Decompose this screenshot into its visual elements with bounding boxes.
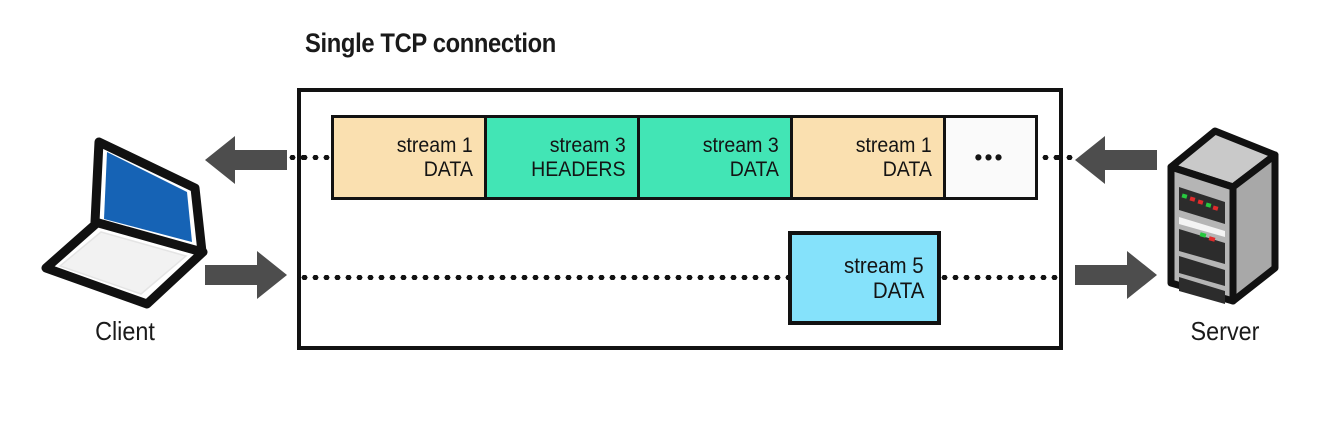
server-tower-icon (1167, 127, 1279, 305)
ellipsis-icon: ••• (974, 144, 1005, 171)
server-leds (1181, 193, 1219, 242)
arrow-top-left (205, 134, 287, 191)
laptop-icon (41, 137, 208, 309)
arrow-bottom-right (1075, 249, 1157, 306)
server-label: Server (1190, 316, 1260, 346)
client-label: Client (95, 316, 155, 346)
client-device (35, 130, 210, 320)
frame-row-top: stream 1 DATA stream 3 HEADERS stream 3 … (331, 115, 1038, 200)
frame-stream-1-data-a[interactable]: stream 1 DATA (331, 115, 487, 200)
dotted-line-top-left (299, 155, 333, 160)
dotted-line-bottom-left (299, 275, 791, 280)
frame-type-label: DATA (729, 157, 779, 181)
frame-ellipsis-box: ••• (943, 115, 1038, 200)
dotted-line-bottom-right (939, 275, 1063, 280)
frame-stream-1-data-b[interactable]: stream 1 DATA (790, 115, 946, 200)
frame-stream-3-headers[interactable]: stream 3 HEADERS (484, 115, 640, 200)
server-device (1163, 125, 1283, 315)
arrow-bottom-left (205, 249, 287, 306)
frame-stream-label: stream 1 (397, 133, 473, 157)
frame-type-label: DATA (423, 157, 473, 181)
frame-stream-5-data[interactable]: stream 5 DATA (788, 231, 941, 325)
frame-stream-label: stream 3 (703, 133, 779, 157)
frame-stream-label: stream 3 (550, 133, 626, 157)
arrow-top-right (1075, 134, 1157, 191)
frame-type-label: HEADERS (531, 157, 626, 181)
dotted-line-top-outer-right (1053, 155, 1077, 160)
frame-type-label: DATA (882, 157, 932, 181)
frame-stream-label: stream 5 (844, 252, 924, 278)
dotted-line-top-outer-left (287, 155, 309, 160)
diagram-title: Single TCP connection (305, 28, 556, 58)
dotted-line-top-right (1029, 155, 1063, 160)
frame-stream-label: stream 1 (856, 133, 932, 157)
frame-stream-3-data[interactable]: stream 3 DATA (637, 115, 793, 200)
frame-type-label: DATA (872, 278, 924, 303)
